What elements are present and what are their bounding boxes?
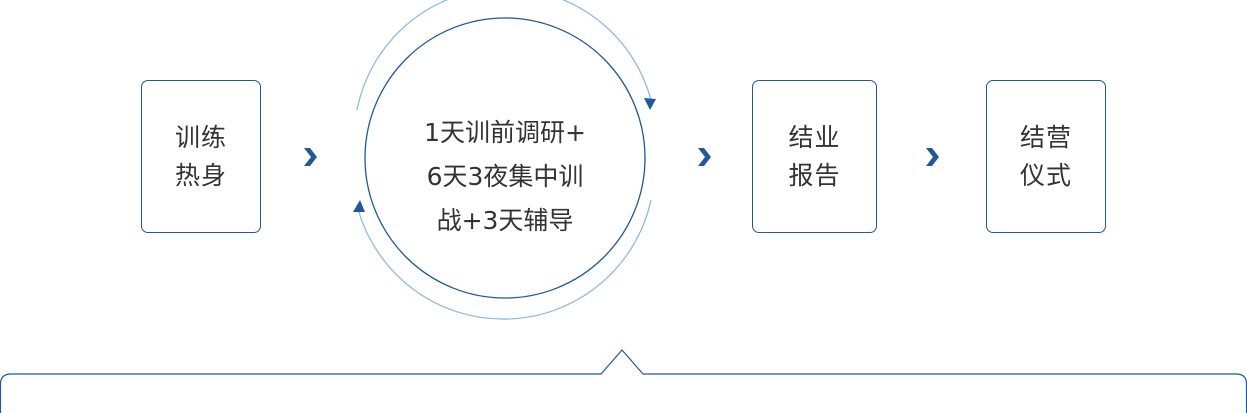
step-warmup-line1: 训练 (174, 122, 227, 152)
cycle-arrowhead-top-icon (644, 98, 656, 110)
step-report-box: 结业 报告 (752, 80, 877, 233)
chevron-right-icon (698, 148, 711, 166)
step-warmup-line2: 热身 (174, 160, 227, 190)
chevron-right-icon (304, 148, 317, 166)
cycle-arrowhead-bottom-icon (353, 200, 365, 212)
core-circle (364, 17, 646, 299)
bottom-panel-outline (0, 349, 1247, 413)
step-ceremony-line1: 结营 (1019, 122, 1072, 152)
step-core-label: 1天训前调研+ 6天3夜集中训 战+3天辅导 (370, 111, 640, 243)
step-report-label: 结业 报告 (788, 119, 840, 195)
step-ceremony-line2: 仪式 (1019, 160, 1072, 190)
step-ceremony-label: 结营 仪式 (1020, 119, 1072, 195)
step-core-line2: 6天3夜集中训 (426, 162, 584, 191)
step-core-line3: 战+3天辅导 (436, 206, 574, 235)
step-ceremony-box: 结营 仪式 (986, 80, 1106, 233)
step-report-line1: 结业 (788, 122, 841, 152)
cycle-arc-top (356, 0, 652, 111)
step-core-line1: 1天训前调研+ (424, 118, 586, 147)
chevron-right-icon (926, 148, 939, 166)
step-report-line2: 报告 (788, 160, 841, 190)
step-warmup-label: 训练 热身 (175, 119, 227, 195)
cycle-arc-bottom (356, 199, 652, 320)
step-warmup-box: 训练 热身 (141, 80, 261, 233)
